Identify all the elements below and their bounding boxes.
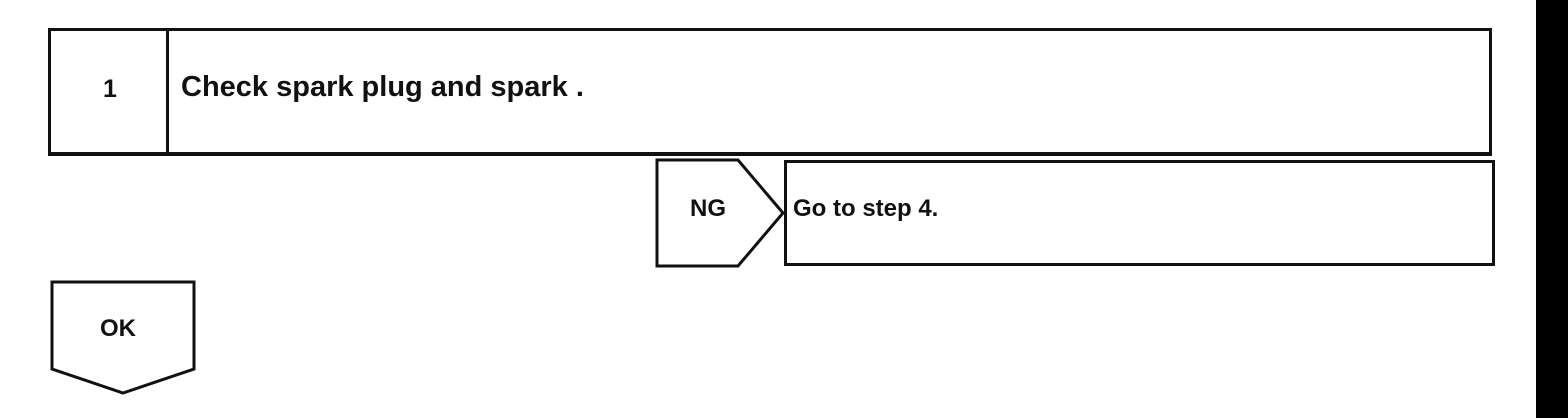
ng-action-text: Go to step 4. — [793, 195, 939, 222]
step-title: Check spark plug and spark . — [181, 71, 584, 103]
ng-label: NG — [690, 195, 726, 222]
edge-bar — [1536, 0, 1568, 418]
ng-arrow-shape — [655, 158, 785, 268]
ng-action-box: Go to step 4. — [784, 160, 1495, 266]
step-box: 1 Check spark plug and spark . — [48, 28, 1492, 156]
ok-arrow-shape — [50, 280, 196, 395]
ok-label: OK — [100, 315, 136, 342]
step-number-cell: 1 — [51, 31, 169, 152]
step-number: 1 — [103, 75, 117, 103]
